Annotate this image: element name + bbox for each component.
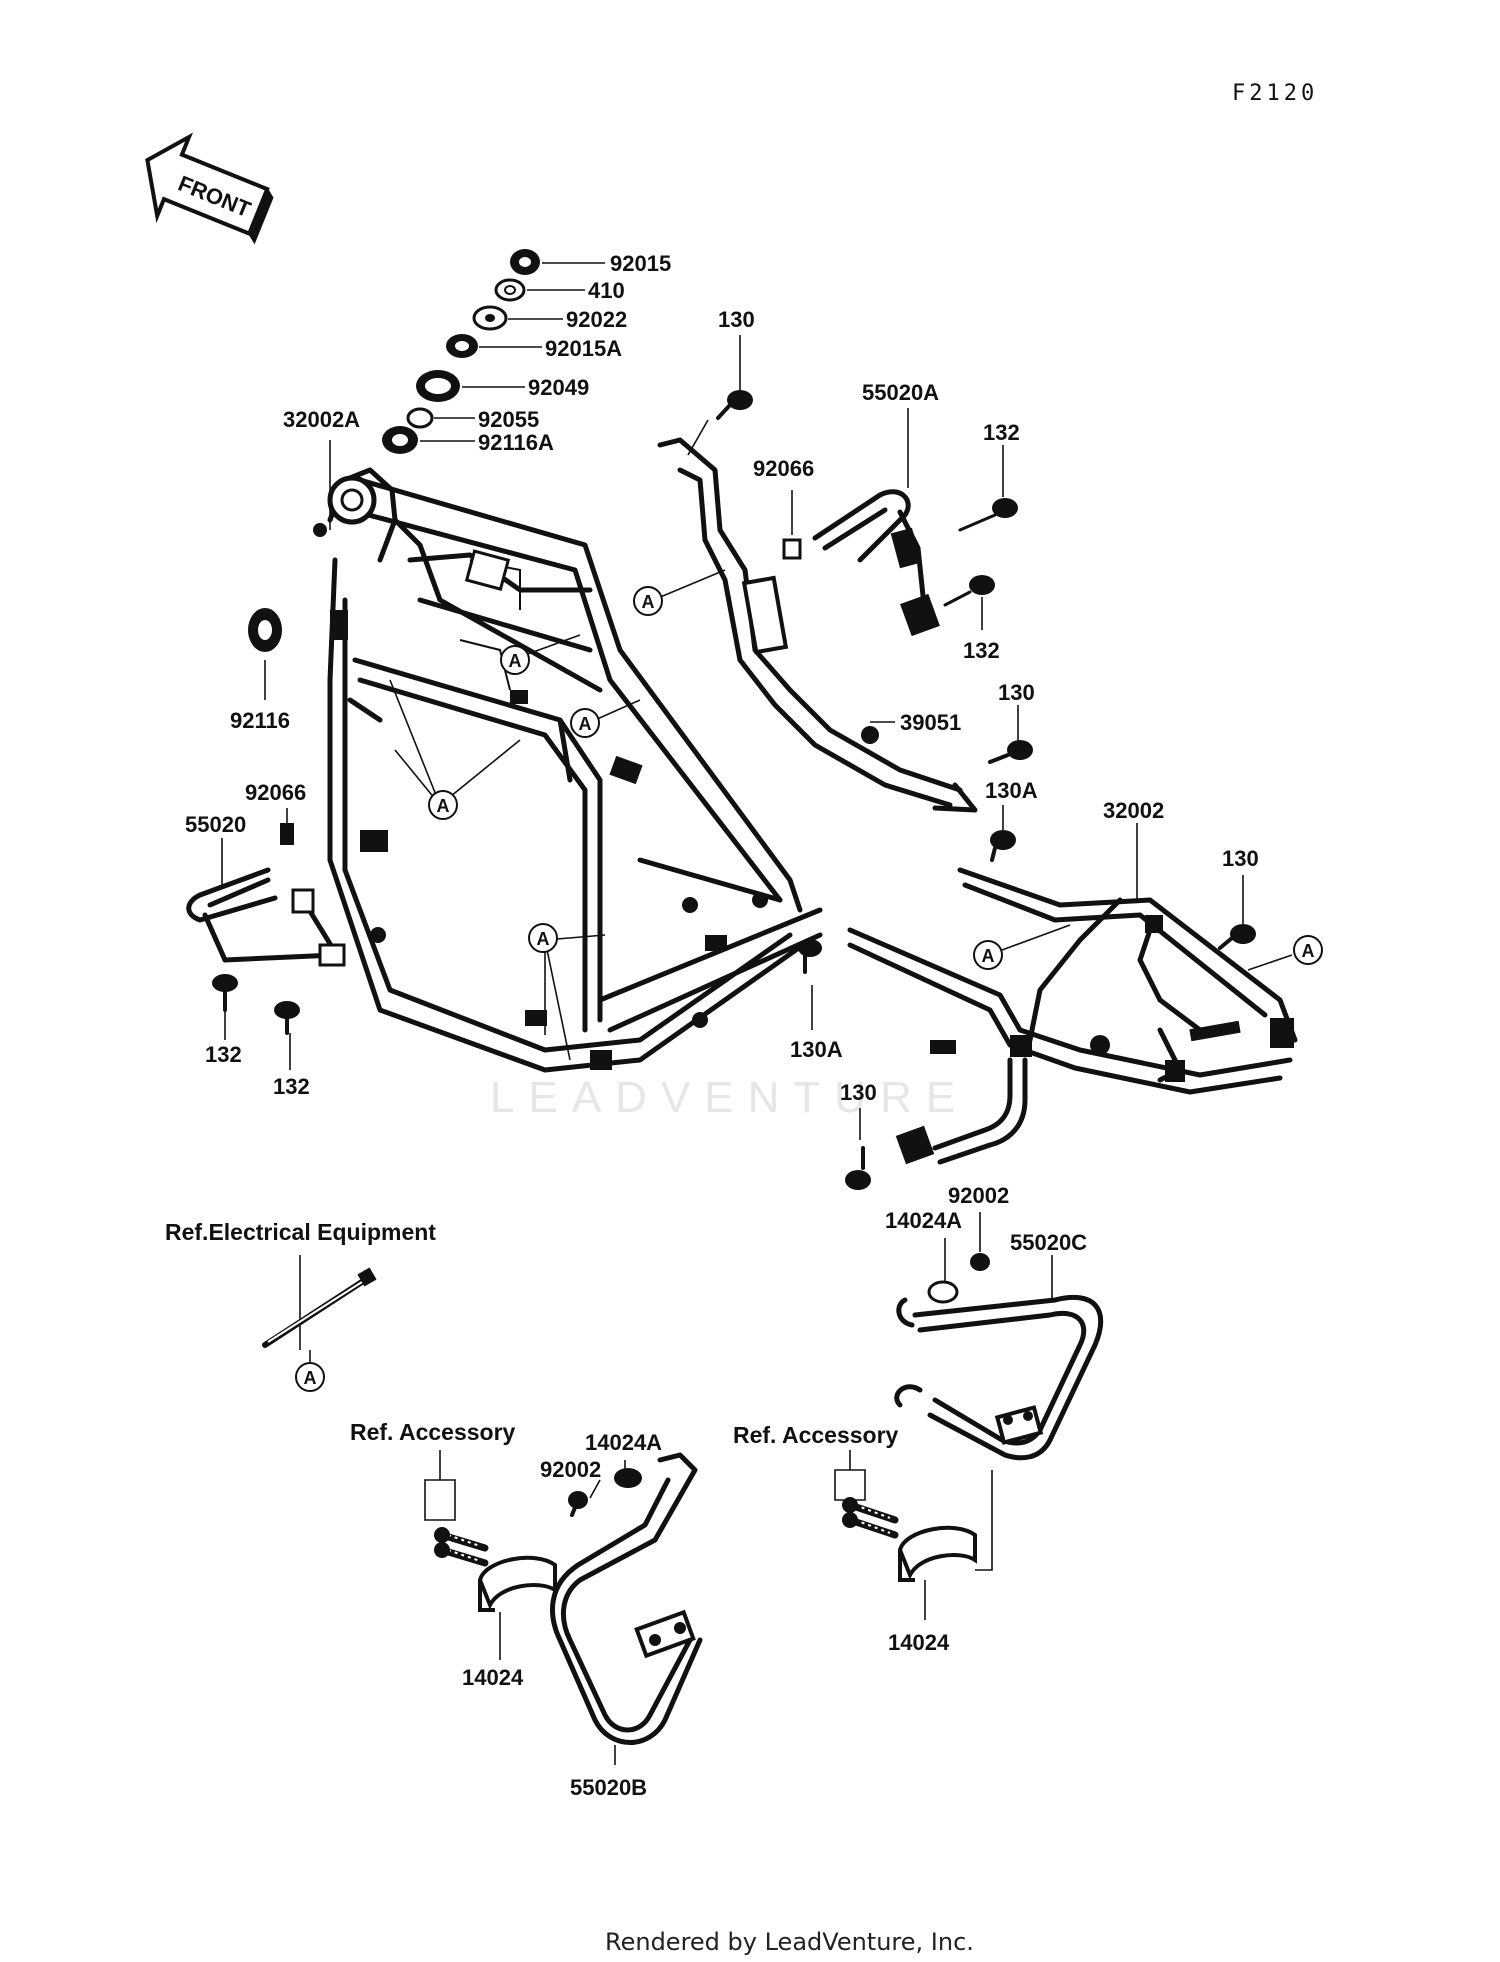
bolt-132 [274, 1001, 300, 1035]
callout-a-bubble: A [500, 645, 530, 675]
clamp-bolts [434, 1527, 489, 1567]
rail-39051 [657, 437, 978, 813]
part-132-d: 132 [963, 638, 1000, 663]
part-14024-right: 14024 [888, 1630, 950, 1655]
guard-55020A [782, 489, 940, 637]
svg-text:A: A [642, 592, 655, 612]
main-frame-32002A [313, 467, 823, 1073]
part-39051: 39051 [900, 710, 961, 735]
svg-text:A: A [537, 929, 550, 949]
part-92066-right: 92066 [753, 456, 814, 481]
rear-frame-32002 [847, 867, 1298, 1165]
guard-55020 [186, 823, 346, 967]
part-92055: 92055 [478, 407, 539, 432]
cable-tie [262, 1267, 377, 1348]
ref-accessory-right: Ref. Accessory [733, 1422, 899, 1448]
guard-55020B [550, 1452, 703, 1745]
front-arrow-icon: FRONT [145, 132, 274, 245]
callout-a-bubble: A [1293, 935, 1323, 965]
svg-text:A: A [509, 651, 522, 671]
part-130A-upper: 130A [985, 778, 1038, 803]
part-130A-lower: 130A [790, 1037, 843, 1062]
bolt-130 [845, 1146, 871, 1190]
part-32002A: 32002A [283, 407, 360, 432]
bolt-130A [798, 939, 822, 974]
guard-55020C [894, 1253, 1104, 1461]
bolt-130 [716, 390, 753, 420]
part-92002-left: 92002 [540, 1457, 601, 1482]
part-55020: 55020 [185, 812, 246, 837]
figure-code: F2120 [1232, 81, 1318, 106]
watermark: LEADVENTURE [490, 1073, 969, 1122]
part-130-bottom: 130 [840, 1080, 877, 1105]
bolt-130 [1218, 924, 1256, 950]
svg-text:A: A [437, 796, 450, 816]
bolt-132 [212, 974, 238, 1012]
bolt-132 [958, 498, 1018, 532]
svg-text:A: A [579, 714, 592, 734]
svg-text:A: A [304, 1368, 317, 1388]
grommet-92116 [248, 608, 282, 652]
callout-a-bubble: A [570, 708, 600, 738]
part-132-a: 132 [205, 1042, 242, 1067]
part-132-c: 132 [983, 420, 1020, 445]
part-14024A-left: 14024A [585, 1430, 662, 1455]
part-132-b: 132 [273, 1074, 310, 1099]
part-92066-left: 92066 [245, 780, 306, 805]
part-130-mid: 130 [998, 680, 1035, 705]
part-92002-right: 92002 [948, 1183, 1009, 1208]
callout-a-bubble: A [633, 586, 663, 616]
callout-a-bubble: A [428, 790, 458, 820]
svg-text:A: A [1302, 941, 1315, 961]
ref-electrical-equipment: Ref.Electrical Equipment [165, 1219, 436, 1245]
stem-hardware-stack [382, 249, 540, 454]
clamp-14024 [477, 1555, 557, 1612]
part-92022: 92022 [566, 307, 627, 332]
part-130-right: 130 [1222, 846, 1259, 871]
clamp-bolts [842, 1497, 899, 1539]
part-55020C: 55020C [1010, 1230, 1087, 1255]
part-410: 410 [588, 278, 625, 303]
part-92015A: 92015A [545, 336, 622, 361]
part-130-top: 130 [718, 307, 755, 332]
clamp-14024 [897, 1525, 977, 1582]
part-55020B: 55020B [570, 1775, 647, 1800]
callout-a-bubble: A [528, 923, 558, 953]
footer-credit: Rendered by LeadVenture, Inc. [605, 1928, 974, 1956]
callout-a-bubble: A [295, 1362, 325, 1392]
bolt-130 [988, 740, 1033, 764]
bolt-132 [943, 575, 995, 607]
part-14024A-right: 14024A [885, 1208, 962, 1233]
part-14024-left: 14024 [462, 1665, 524, 1690]
part-92015: 92015 [610, 251, 671, 276]
part-32002: 32002 [1103, 798, 1164, 823]
callout-a-bubble: A [973, 940, 1003, 970]
svg-text:A: A [982, 946, 995, 966]
part-92116: 92116 [230, 708, 290, 733]
ref-accessory-left: Ref. Accessory [350, 1419, 516, 1445]
part-55020A: 55020A [862, 380, 939, 405]
bolt-130A [990, 830, 1016, 862]
part-92049: 92049 [528, 375, 589, 400]
part-92116A: 92116A [478, 430, 554, 455]
